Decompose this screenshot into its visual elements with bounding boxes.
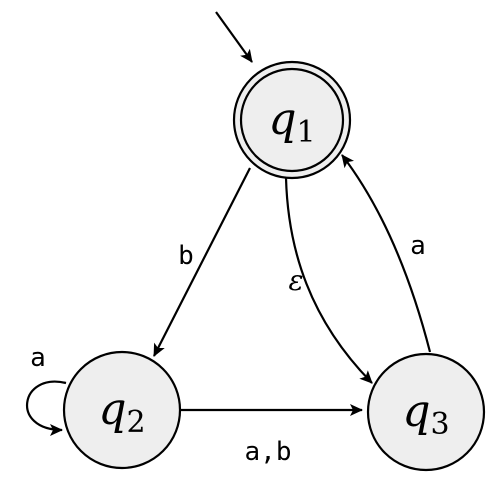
initial-arrow — [215, 11, 253, 63]
edge-label-q1-q3: ε — [288, 264, 303, 297]
state-q3-sub: 3 — [431, 407, 450, 442]
state-q2-sub: 2 — [127, 405, 146, 440]
state-q1-name: q — [268, 94, 296, 145]
state-q1-inner-ring — [239, 67, 345, 173]
edge-q1-q2 — [153, 167, 251, 357]
state-q2-name: q — [98, 384, 126, 435]
state-q3: q3 — [366, 352, 486, 472]
edge-q1-q3 — [284, 177, 373, 384]
edge-q2-self-loop — [25, 380, 67, 436]
edge-q3-q1 — [341, 154, 432, 353]
edge-label-q2-self: a — [30, 343, 46, 373]
state-q3-label: q3 — [402, 386, 449, 442]
edge-label-q2-q3: a,b — [245, 437, 292, 467]
state-q1: q1 — [232, 60, 352, 180]
state-q1-label: q1 — [268, 94, 315, 150]
state-q3-name: q — [402, 386, 430, 437]
edge-label-q1-q2: b — [178, 241, 194, 271]
edge-label-q3-q1: a — [410, 231, 426, 261]
state-q2-label: q2 — [98, 384, 145, 440]
state-q2-circle — [62, 350, 182, 470]
state-q2: q2 — [62, 350, 182, 470]
state-q1-sub: 1 — [297, 115, 316, 150]
state-q3-circle — [366, 352, 486, 472]
